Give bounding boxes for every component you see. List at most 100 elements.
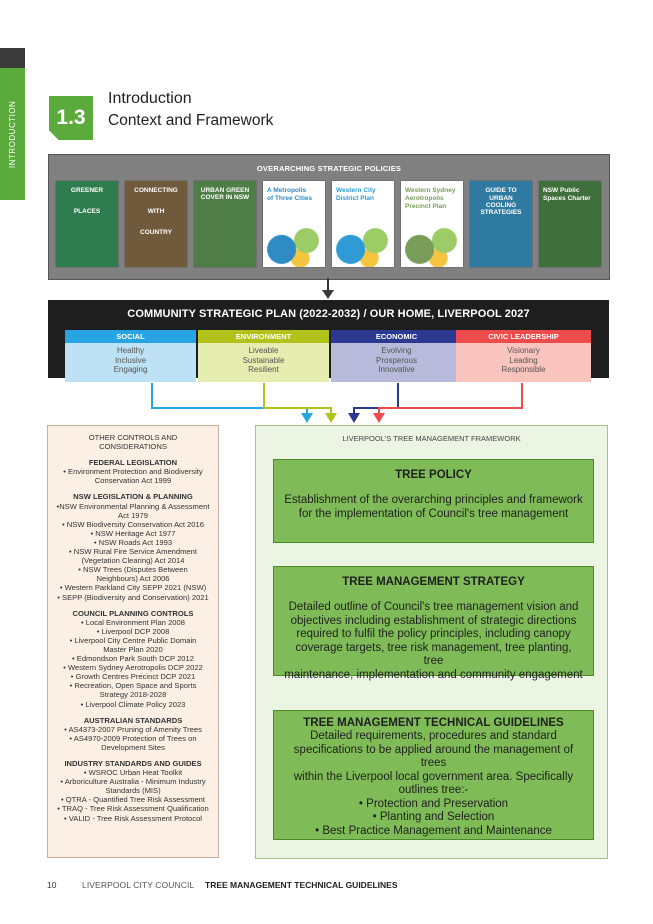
footer-document-title: TREE MANAGEMENT TECHNICAL GUIDELINES	[205, 880, 398, 890]
pillar-connectors	[151, 383, 523, 423]
box-line: required to fulfil the policy principles…	[296, 628, 571, 640]
control-group-heading: FEDERAL LEGISLATION	[88, 458, 178, 468]
side-tab	[0, 68, 25, 200]
pillar-value: Engaging	[113, 365, 148, 374]
box-line: maintenance, implementation and communit…	[284, 668, 583, 681]
pillar-value: Liveable	[248, 346, 279, 355]
cover-title-line: STRATEGIES	[480, 209, 522, 217]
cover-title-line: URBAN COOLING	[485, 194, 517, 209]
control-item: Act 1979	[118, 510, 148, 520]
control-item: • Growth Centres Precinct DCP 2021	[70, 672, 196, 682]
pillar-value: Sustainable	[242, 355, 285, 365]
box-line: for the implementation of Council's tree…	[298, 507, 569, 520]
csp-title: COMMUNITY STRATEGIC PLAN (2022-2032) / O…	[127, 308, 530, 320]
pillar-connector-arrowhead	[325, 413, 337, 423]
cover-title-line: of Three Cities	[267, 194, 313, 202]
other-controls-title: OTHER CONTROLS AND CONSIDERATIONS	[48, 433, 218, 451]
cover-title-line: URBAN GREEN COVER IN NSW	[200, 187, 250, 201]
control-item: • Western Parkland City SEPP 2021 (NSW)	[59, 583, 207, 593]
control-item: • Liverpool DCP 2008	[96, 626, 170, 636]
pillar-connector-line	[263, 383, 332, 414]
control-group-heading: AUSTRALIAN STANDARDS	[83, 715, 183, 725]
control-item: (Vegetation Clearing) Act 2014	[81, 556, 185, 566]
pillar-economic: ECONOMIC Evolving Prosperous Innovative	[331, 330, 462, 382]
footer-organisation: LIVERPOOL CITY COUNCIL	[82, 880, 195, 890]
cover-artwork	[401, 223, 463, 267]
cover-title-line: WITH	[147, 207, 165, 215]
title-line: OTHER CONTROLS AND	[88, 433, 178, 442]
control-item: • AS4970-2009 Protection of Trees on	[69, 733, 197, 743]
pillar-connector-line	[151, 383, 308, 414]
cover-title-line: PLACES	[73, 207, 101, 215]
section-title: Introduction	[108, 90, 192, 107]
control-item: Standards (MIS)	[105, 786, 161, 796]
box-title: TREE MANAGEMENT STRATEGY	[342, 576, 525, 588]
box-line: objectives including establishment of st…	[290, 614, 577, 627]
pillar-connector-arrowhead	[348, 413, 360, 423]
framework-title: LIVERPOOL'S TREE MANAGEMENT FRAMEWORK	[342, 434, 521, 443]
tree-guidelines-box: TREE MANAGEMENT TECHNICAL GUIDELINES Det…	[273, 710, 594, 840]
box-text: Detailed requirements, procedures and st…	[274, 730, 593, 838]
cover-title-line: Western Sydney	[405, 187, 456, 194]
section-number-badge: 1.3	[49, 96, 93, 140]
box-text: Establishment of the overarching princip…	[274, 494, 593, 521]
box-title: TREE MANAGEMENT TECHNICAL GUIDELINES	[303, 717, 564, 729]
page-number: 10	[47, 880, 57, 890]
cover-title-line: District Plan	[336, 194, 374, 202]
policies-title: OVERARCHING STRATEGIC POLICIES	[256, 164, 402, 173]
box-line: • Protection and Preservation	[358, 797, 509, 810]
box-title: TREE POLICY	[395, 469, 472, 481]
box-line: • Best Practice Management and Maintenan…	[315, 824, 552, 837]
cover-title-line: CONNECTING	[134, 187, 178, 194]
box-text: Detailed outline of Council's tree manag…	[274, 601, 593, 682]
cover-title-line: Spaces Charter	[543, 194, 591, 202]
control-item: • TRAQ - Tree Risk Assessment Qualificat…	[57, 804, 209, 814]
overarching-policies-panel: OVERARCHING STRATEGIC POLICIES GREENER PL…	[48, 154, 610, 280]
pillar-values: Healthy Inclusive Engaging	[65, 343, 196, 382]
pillar-values: Evolving Prosperous Innovative	[331, 343, 462, 382]
pillar-value: Visionary	[507, 346, 540, 355]
control-item: • Edmondson Park South DCP 2012	[72, 654, 194, 664]
pillar-heading: CIVIC LEADERSHIP	[456, 330, 591, 343]
cover-title-line: Precinct Plan	[405, 202, 447, 210]
box-line: outlines tree:-	[398, 784, 469, 796]
pillar-heading: SOCIAL	[65, 330, 196, 343]
control-item: • Recreation, Open Space and Sports	[69, 681, 197, 691]
control-item: •NSW Environmental Planning & Assessment	[56, 501, 210, 511]
box-line: Establishment of the overarching princip…	[284, 494, 583, 506]
control-item: • Environment Protection and Biodiversit…	[63, 467, 203, 477]
control-item: Development Sites	[101, 742, 165, 752]
pillar-value: Evolving	[381, 346, 412, 355]
other-controls-panel: OTHER CONTROLS AND CONSIDERATIONS FEDERA…	[47, 425, 219, 858]
pillar-connector-line	[378, 383, 523, 414]
cover-title-line: A Metropolis	[267, 187, 307, 194]
pillar-value: Inclusive	[114, 355, 147, 365]
control-item: • Local Environment Plan 2008	[81, 617, 185, 627]
control-item: • QTRA - Quantified Tree Risk Assessment	[60, 795, 206, 805]
control-item: • NSW Biodiversity Conservation Act 2016	[62, 519, 204, 529]
tree-management-framework: LIVERPOOL'S TREE MANAGEMENT FRAMEWORK TR…	[255, 425, 608, 859]
control-item: • NSW Heritage Act 1977	[90, 528, 176, 538]
policy-cover: GREENER PLACES	[56, 181, 118, 267]
pillar-connector-arrowhead	[373, 413, 385, 423]
cover-artwork	[332, 223, 394, 267]
section-subtitle: Context and Framework	[108, 112, 274, 129]
control-item: Master Plan 2020	[103, 644, 163, 654]
pillar-value: Resilient	[248, 365, 279, 374]
pillar-value: Responsible	[501, 365, 546, 374]
control-item: • WSROC Urban Heat Toolkit	[83, 768, 183, 778]
pillar-civic-leadership: CIVIC LEADERSHIP Visionary Leading Respo…	[456, 330, 591, 382]
arrow-policies-to-csp	[322, 278, 334, 299]
cover-title-line: GREENER	[70, 187, 104, 194]
pillar-connector-line	[353, 383, 399, 414]
pillar-connector-arrowhead	[301, 413, 313, 423]
control-groups: FEDERAL LEGISLATION• Environment Protect…	[48, 458, 218, 822]
community-strategic-plan: COMMUNITY STRATEGIC PLAN (2022-2032) / O…	[48, 300, 609, 382]
title-line: CONSIDERATIONS	[99, 442, 167, 452]
control-group-heading: INDUSTRY STANDARDS AND GUIDES	[64, 759, 202, 768]
box-line: within the Liverpool local government ar…	[293, 770, 574, 783]
